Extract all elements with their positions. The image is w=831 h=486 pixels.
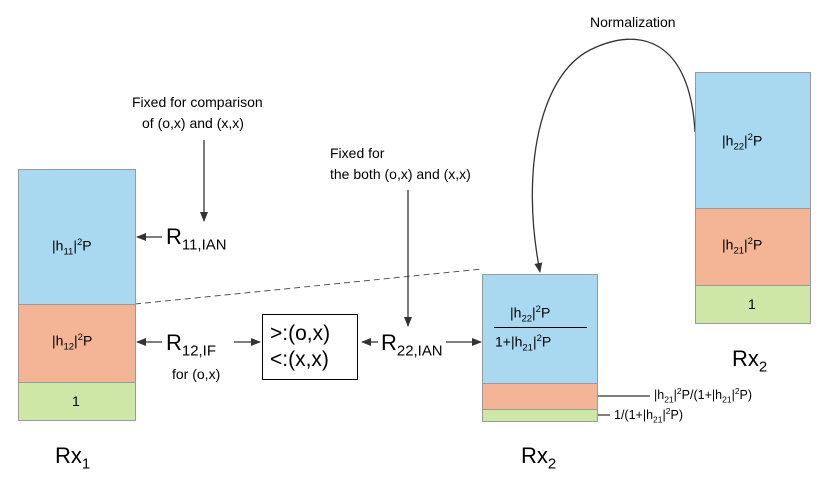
r22-note-line1: Fixed for (330, 145, 385, 161)
rx1-interference-label: |h12|2P (52, 332, 93, 353)
r22-rate-label: R22,IAN (381, 330, 443, 360)
rx2-green-segment (695, 285, 811, 324)
rx1-caption: Rx1 (55, 443, 91, 473)
rx2-blue-segment (695, 72, 811, 209)
rx2-orange-segment (695, 208, 811, 286)
normalization-curve-arrow (531, 38, 696, 273)
r12-note: for (o,x) (172, 366, 221, 382)
rx2-fraction-denominator: 1+|h21|2P (495, 333, 552, 354)
rx2-normalized-caption: Rx2 (521, 443, 557, 473)
rx1-noise-label: 1 (72, 393, 80, 409)
rx1-green-segment (18, 382, 136, 421)
rx2-normalized-green-segment (482, 409, 598, 422)
rx2-interference-label: |h21|2P (722, 236, 763, 257)
rx2-caption: Rx2 (732, 346, 768, 376)
rx1-orange-segment (18, 304, 136, 383)
rx2-normalized-orange-segment (482, 383, 598, 410)
rx2-signal-power-label: |h22|2P (722, 132, 763, 153)
rx2-noise-label: 1 (748, 296, 756, 312)
comparison-less: <:(x,x) (270, 348, 329, 371)
rx2-annot-orange: |h21|2P/(1+|h21|2P) (654, 386, 753, 405)
r11-note-line1: Fixed for comparison (132, 94, 263, 110)
rx2-normalized-blue-segment (482, 274, 598, 384)
dashed-projection-line (134, 268, 483, 305)
rx2-annot-green: 1/(1+|h21|2P) (614, 406, 683, 425)
r11-note-line2: of (o,x) and (x,x) (142, 115, 244, 131)
comparison-greater: >:(o,x) (270, 322, 331, 345)
rx1-blue-segment (18, 169, 136, 305)
normalization-label: Normalization (590, 14, 676, 30)
r11-rate-label: R11,IAN (166, 224, 227, 254)
rx2-fraction-numerator: |h22|2P (510, 304, 551, 325)
r22-note-line2: the both (o,x) and (x,x) (330, 166, 471, 182)
rx2-fraction-bar (494, 327, 587, 329)
comparison-box: >:(o,x) <:(x,x) (262, 314, 358, 380)
rx1-signal-power-label: |h11|2P (52, 237, 92, 258)
r12-rate-label: R12,IF (166, 330, 216, 360)
